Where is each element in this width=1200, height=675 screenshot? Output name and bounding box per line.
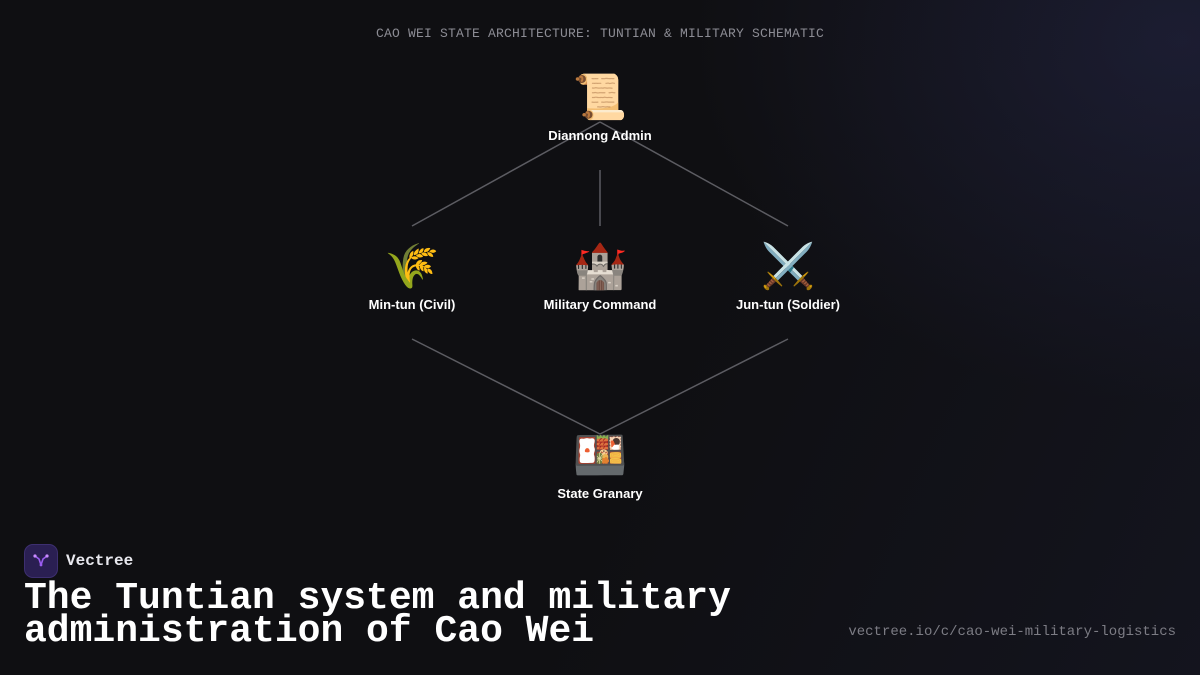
node-label: Jun-tun (Soldier) [736,297,840,312]
edge-juntun-granary [599,338,789,435]
node-min-tun[interactable]: 🌾 Min-tun (Civil) [312,241,512,312]
node-jun-tun[interactable]: ⚔️ Jun-tun (Soldier) [688,241,888,312]
node-military-command[interactable]: 🏰 Military Command [500,241,700,312]
node-diannong-admin[interactable]: 📜 Diannong Admin [500,72,700,143]
page-title: The Tuntian system and military administ… [24,577,731,653]
edge-diannong-mintun [411,121,601,227]
node-label: Diannong Admin [548,128,652,143]
castle-icon: 🏰 [572,242,628,291]
node-label: Min-tun (Civil) [368,297,456,312]
diagram-title: CAO WEI STATE ARCHITECTURE: TUNTIAN & MI… [375,26,825,41]
source-url[interactable]: vectree.io/c/cao-wei-military-logistics [848,624,1176,640]
rice-sheaf-icon: 🌾 [384,242,440,291]
edge-diannong-juntun [599,121,789,227]
vectree-logo-icon [24,544,58,578]
edge-mintun-granary [411,338,601,435]
node-label: Military Command [543,297,657,312]
node-state-granary[interactable]: 🍱 State Granary [500,430,700,501]
scroll-icon: 📜 [572,73,628,122]
brand-name: Vectree [66,552,134,570]
bento-box-icon: 🍱 [572,431,628,480]
node-label: State Granary [557,486,643,501]
brand[interactable]: Vectree [24,544,133,578]
crossed-swords-icon: ⚔️ [760,242,816,291]
